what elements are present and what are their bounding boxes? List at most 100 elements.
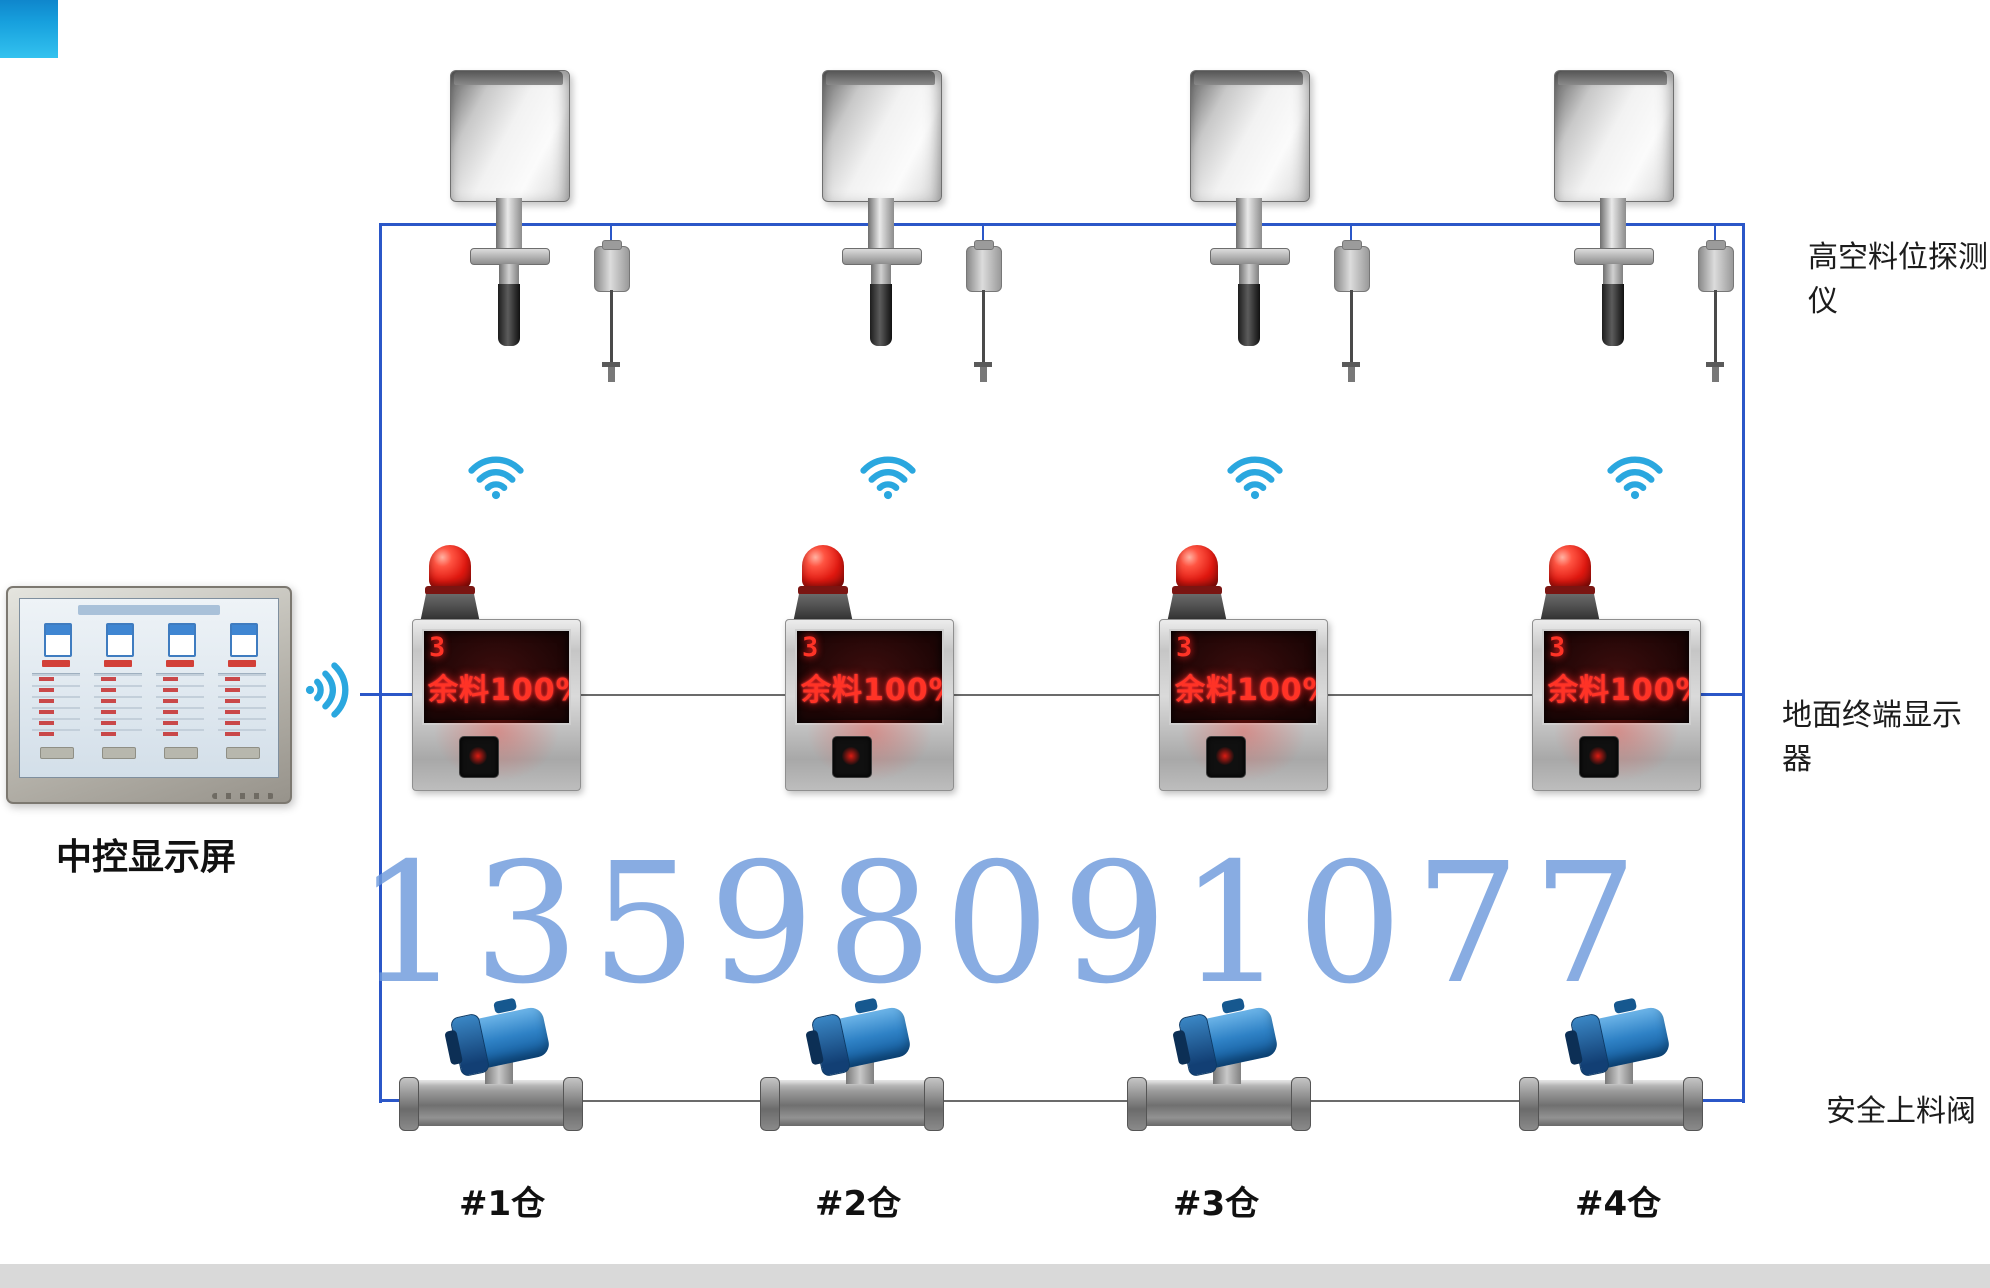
valve-pipe: [766, 1080, 936, 1126]
terminal-body: 3 余料100%: [785, 619, 954, 791]
terminal-body: 3 余料100%: [1532, 619, 1701, 791]
feed-valve-1: [399, 997, 583, 1140]
percent-readout: [104, 660, 132, 667]
paddle-sensor-rod: [982, 290, 985, 364]
terminal-button: [1206, 736, 1246, 778]
wire-valve-bus: [380, 1100, 1744, 1102]
detector-probe: [870, 284, 892, 346]
paddle-sensor: [1698, 240, 1734, 292]
wire-sensor-drop-4: [1714, 226, 1716, 248]
percent-readout: [42, 660, 70, 667]
wire-valve-left-link: [380, 1099, 402, 1102]
wire-terminal-right-link: [1699, 693, 1744, 696]
ground-terminal-4: 3 余料100%: [1532, 545, 1701, 791]
pipe-cap: [1519, 1077, 1539, 1131]
wire-left-riser: [379, 223, 382, 1103]
scada-silo-column: [92, 623, 144, 771]
led-text: 余料100%: [1175, 673, 1318, 708]
ground-terminal-1: 3 余料100%: [412, 545, 581, 791]
paddle-sensor-blade: [1712, 367, 1719, 382]
pipe-cap: [924, 1077, 944, 1131]
ground-terminal-3: 3 余料100%: [1159, 545, 1328, 791]
data-table: [32, 673, 80, 740]
label-silo-2: #2仓: [815, 1184, 902, 1224]
pipe-cap: [1683, 1077, 1703, 1131]
screen-button: [40, 747, 74, 759]
monitor-screen: [19, 598, 279, 778]
detector-flange: [1574, 248, 1654, 265]
wire-sensor-drop-2: [982, 226, 984, 248]
wire-valve-right-link: [1697, 1099, 1744, 1102]
terminal-button: [459, 736, 499, 778]
screen-button: [164, 747, 198, 759]
led-display: 3 余料100%: [1542, 629, 1691, 725]
watermark-phone: 13598091077: [356, 828, 1650, 1021]
pipe-cap: [1291, 1077, 1311, 1131]
detector-stem: [1600, 198, 1626, 250]
level-detector-4: [1554, 60, 1784, 390]
wire-terminal-bus: [380, 694, 1744, 696]
screen-button: [102, 747, 136, 759]
paddle-sensor: [594, 240, 630, 292]
wifi-icon: [1606, 452, 1664, 500]
paddle-sensor-paddle: [1342, 362, 1360, 367]
led-display: 3 余料100%: [422, 629, 571, 725]
level-detector-2: [822, 60, 1052, 390]
paddle-sensor-paddle: [602, 362, 620, 367]
detector-tube: [1239, 264, 1259, 284]
paddle-sensor-blade: [1348, 367, 1355, 382]
data-table: [156, 673, 204, 740]
silo-graphic: [168, 623, 196, 657]
valve-pipe: [405, 1080, 575, 1126]
pipe-cap: [399, 1077, 419, 1131]
beacon-collar: [1172, 586, 1222, 595]
paddle-sensor-blade: [980, 367, 987, 382]
scada-silo-column: [154, 623, 206, 771]
beacon-base: [420, 594, 480, 623]
detector-flange: [842, 248, 922, 265]
detector-housing: [1554, 70, 1674, 202]
detector-housing: [822, 70, 942, 202]
data-table: [218, 673, 266, 740]
wire-top-bus: [380, 223, 1744, 226]
brand-logo: [0, 0, 58, 58]
paddle-sensor-rod: [610, 290, 613, 364]
scada-title-bar: [78, 605, 220, 615]
label-detector: 高空料位探测仪: [1808, 240, 1988, 319]
beacon-base: [1167, 594, 1227, 623]
wifi-icon: [859, 452, 917, 500]
wifi-icon: [467, 452, 525, 500]
scada-silo-column: [216, 623, 268, 771]
monitor-buttons: [212, 793, 274, 799]
percent-readout: [166, 660, 194, 667]
detector-tube: [1603, 264, 1623, 284]
detector-stem: [1236, 198, 1262, 250]
detector-housing: [450, 70, 570, 202]
pipe-cap: [1127, 1077, 1147, 1131]
alarm-beacon: [418, 545, 482, 623]
beacon-dome: [1549, 545, 1591, 589]
paddle-sensor-rod: [1714, 290, 1717, 364]
screen-button: [226, 747, 260, 759]
label-silo-4: #4仓: [1575, 1184, 1662, 1224]
detector-flange: [470, 248, 550, 265]
terminal-body: 3 余料100%: [1159, 619, 1328, 791]
beacon-collar: [798, 586, 848, 595]
terminal-button: [1579, 736, 1619, 778]
led-line-number: 3: [802, 632, 819, 663]
beacon-dome: [429, 545, 471, 589]
terminal-button: [832, 736, 872, 778]
led-line-number: 3: [1549, 632, 1566, 663]
alarm-beacon: [1538, 545, 1602, 623]
beacon-base: [793, 594, 853, 623]
detector-stem: [496, 198, 522, 250]
label-terminal: 地面终端显示器: [1782, 698, 1962, 777]
ground-terminal-2: 3 余料100%: [785, 545, 954, 791]
led-line-number: 3: [1176, 632, 1193, 663]
silo-graphic: [44, 623, 72, 657]
wifi-icon-control: [305, 661, 353, 719]
bottom-bar: [0, 1264, 1990, 1288]
detector-tube: [499, 264, 519, 284]
central-control-screen: [6, 586, 292, 804]
